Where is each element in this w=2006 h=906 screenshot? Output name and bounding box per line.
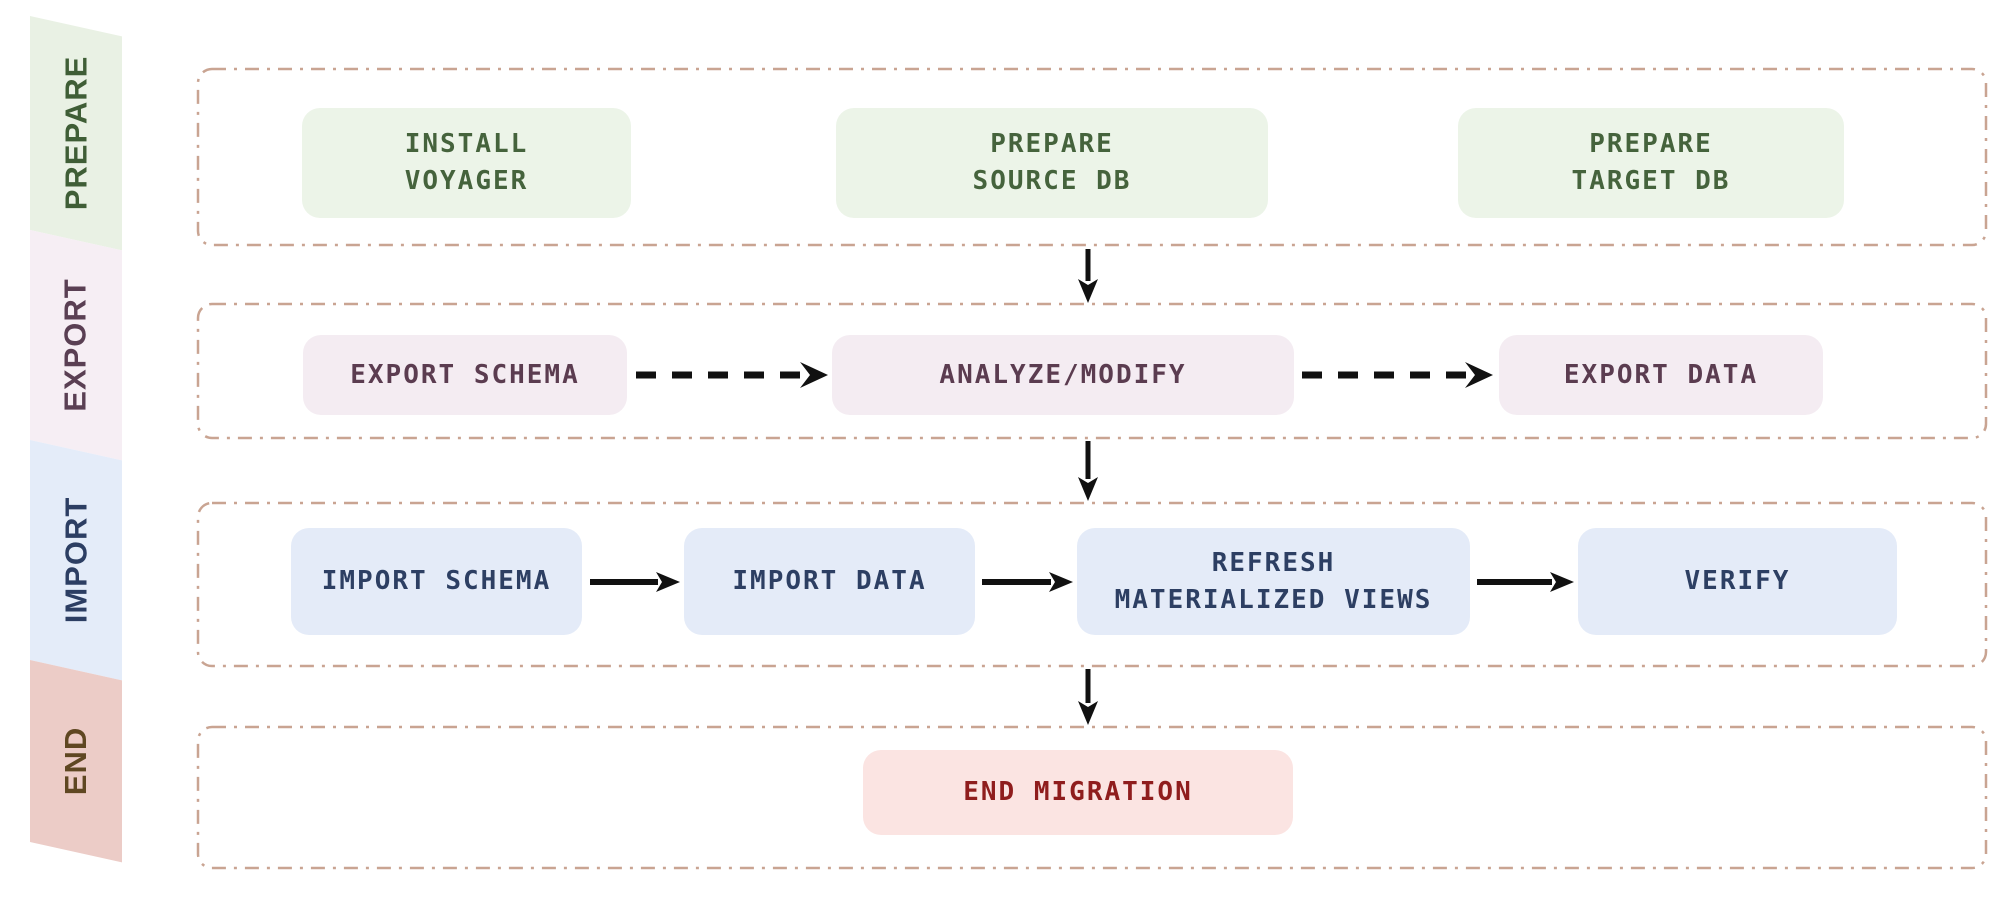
node-label-line: EXPORT DATA (1563, 359, 1759, 390)
node-label-line: ANALYZE/MODIFY (939, 359, 1187, 390)
export-phase-container (196, 302, 1988, 440)
node-label-line: IMPORT DATA (732, 566, 927, 596)
node-label-line: INSTALL (404, 129, 529, 159)
node-label-line: MATERIALIZED VIEWS (1114, 584, 1433, 615)
node-import-schema: IMPORT SCHEMA (291, 528, 582, 635)
node-export-schema: EXPORT SCHEMA (303, 335, 627, 415)
node-analyze-modify: ANALYZE/MODIFY (832, 335, 1294, 415)
node-label-line: TARGET DB (1571, 166, 1731, 196)
node-label-line: VOYAGER (404, 166, 529, 196)
import-phase-container (196, 501, 1988, 668)
node-label-line: PREPARE (990, 129, 1114, 159)
end-phase-container (196, 725, 1988, 870)
node-export-data: EXPORT DATA (1499, 335, 1823, 415)
node-label-line: IMPORT SCHEMA (321, 566, 552, 596)
node-label-line: VERIFY (1684, 566, 1791, 596)
node-label-line: EXPORT SCHEMA (350, 359, 580, 390)
node-label-line: END MIGRATION (963, 777, 1193, 807)
node-install-voyager: INSTALL VOYAGER (302, 108, 631, 218)
node-import-data: IMPORT DATA (684, 528, 975, 635)
node-label-line: PREPARE (1589, 129, 1713, 159)
node-label-line: REFRESH (1211, 547, 1336, 578)
node-label-line: SOURCE DB (972, 166, 1132, 196)
node-prepare-source-db: PREPARE SOURCE DB (836, 108, 1268, 218)
node-end-migration: END MIGRATION (863, 750, 1293, 835)
prepare-phase-container (196, 67, 1988, 247)
node-verify: VERIFY (1578, 528, 1897, 635)
node-refresh-materialized-views: REFRESH MATERIALIZED VIEWS (1077, 528, 1470, 635)
node-prepare-target-db: PREPARE TARGET DB (1458, 108, 1844, 218)
